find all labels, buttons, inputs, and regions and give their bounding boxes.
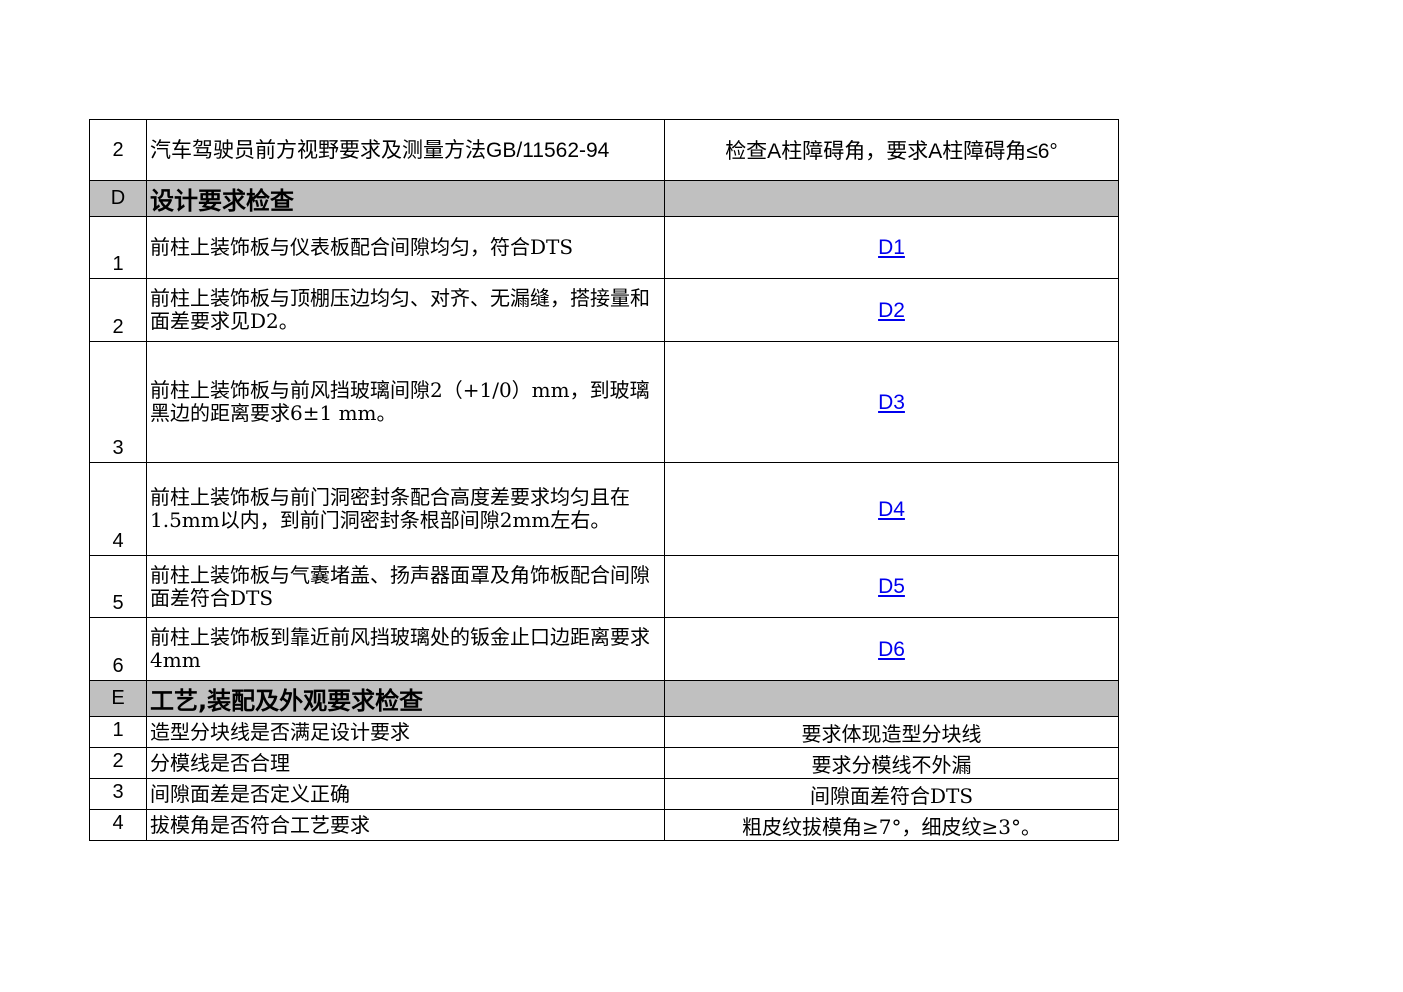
row-standard: 检查A柱障碍角，要求A柱障碍角≤6°	[664, 119, 1119, 181]
section-code: D	[89, 180, 147, 217]
link-d3[interactable]: D3	[878, 390, 905, 414]
row-link-cell: D5	[664, 555, 1119, 618]
table-row: 2 分模线是否合理 要求分模线不外漏	[89, 747, 1119, 779]
row-item: 间隙面差是否定义正确	[146, 778, 665, 810]
section-code: E	[89, 680, 147, 717]
link-d2[interactable]: D2	[878, 298, 905, 322]
section-blank	[664, 180, 1119, 217]
link-d5[interactable]: D5	[878, 575, 905, 598]
row-number: 4	[89, 462, 147, 556]
table-row: 6 前柱上装饰板到靠近前风挡玻璃处的钣金止口边距离要求4mm D6	[89, 617, 1119, 681]
row-link-cell: D2	[664, 278, 1119, 342]
row-link-cell: D3	[664, 341, 1119, 463]
row-standard: 粗皮纹拔模角≥7°，细皮纹≥3°。	[664, 809, 1119, 841]
row-number: 6	[89, 617, 147, 681]
row-number: 1	[89, 716, 147, 748]
table-row: 4 前柱上装饰板与前门洞密封条配合高度差要求均匀且在1.5mm以内，到前门洞密封…	[89, 462, 1119, 556]
row-standard: 要求分模线不外漏	[664, 747, 1119, 779]
row-item: 前柱上装饰板与顶棚压边均匀、对齐、无漏缝，搭接量和面差要求见D2。	[146, 278, 665, 342]
section-header-e: E 工艺,装配及外观要求检查	[89, 680, 1119, 717]
row-item: 前柱上装饰板与气囊堵盖、扬声器面罩及角饰板配合间隙面差符合DTS	[146, 555, 665, 618]
section-title: 工艺,装配及外观要求检查	[146, 680, 665, 717]
row-number: 5	[89, 555, 147, 618]
row-number: 3	[89, 778, 147, 810]
row-standard: 间隙面差符合DTS	[664, 778, 1119, 810]
row-link-cell: D6	[664, 617, 1119, 681]
row-item: 前柱上装饰板与前风挡玻璃间隙2（+1/0）mm，到玻璃黑边的距离要求6±1 mm…	[146, 341, 665, 463]
table-row: 1 造型分块线是否满足设计要求 要求体现造型分块线	[89, 716, 1119, 748]
section-header-d: D 设计要求检查	[89, 180, 1119, 217]
table-row: 3 前柱上装饰板与前风挡玻璃间隙2（+1/0）mm，到玻璃黑边的距离要求6±1 …	[89, 341, 1119, 463]
link-d1[interactable]: D1	[878, 236, 905, 259]
row-link-cell: D4	[664, 462, 1119, 556]
table-row: 3 间隙面差是否定义正确 间隙面差符合DTS	[89, 778, 1119, 810]
section-title: 设计要求检查	[146, 180, 665, 217]
row-link-cell: D1	[664, 216, 1119, 279]
link-d4[interactable]: D4	[878, 497, 905, 521]
row-item: 分模线是否合理	[146, 747, 665, 779]
row-number: 3	[89, 341, 147, 463]
row-number: 2	[89, 747, 147, 779]
row-number: 4	[89, 809, 147, 841]
table-row: 2 汽车驾驶员前方视野要求及测量方法GB/11562-94 检查A柱障碍角，要求…	[89, 119, 1119, 181]
table-row: 4 拔模角是否符合工艺要求 粗皮纹拔模角≥7°，细皮纹≥3°。	[89, 809, 1119, 841]
section-blank	[664, 680, 1119, 717]
row-item: 前柱上装饰板与仪表板配合间隙均匀，符合DTS	[146, 216, 665, 279]
row-number: 1	[89, 216, 147, 279]
link-d6[interactable]: D6	[878, 637, 905, 661]
table-row: 5 前柱上装饰板与气囊堵盖、扬声器面罩及角饰板配合间隙面差符合DTS D5	[89, 555, 1119, 618]
row-item: 拔模角是否符合工艺要求	[146, 809, 665, 841]
row-number: 2	[89, 119, 147, 181]
table-row: 1 前柱上装饰板与仪表板配合间隙均匀，符合DTS D1	[89, 216, 1119, 279]
row-item: 前柱上装饰板到靠近前风挡玻璃处的钣金止口边距离要求4mm	[146, 617, 665, 681]
row-number: 2	[89, 278, 147, 342]
row-item: 造型分块线是否满足设计要求	[146, 716, 665, 748]
row-standard: 要求体现造型分块线	[664, 716, 1119, 748]
inspection-table: 2 汽车驾驶员前方视野要求及测量方法GB/11562-94 检查A柱障碍角，要求…	[89, 119, 1119, 841]
table-row: 2 前柱上装饰板与顶棚压边均匀、对齐、无漏缝，搭接量和面差要求见D2。 D2	[89, 278, 1119, 342]
row-item: 汽车驾驶员前方视野要求及测量方法GB/11562-94	[146, 119, 665, 181]
row-item: 前柱上装饰板与前门洞密封条配合高度差要求均匀且在1.5mm以内，到前门洞密封条根…	[146, 462, 665, 556]
